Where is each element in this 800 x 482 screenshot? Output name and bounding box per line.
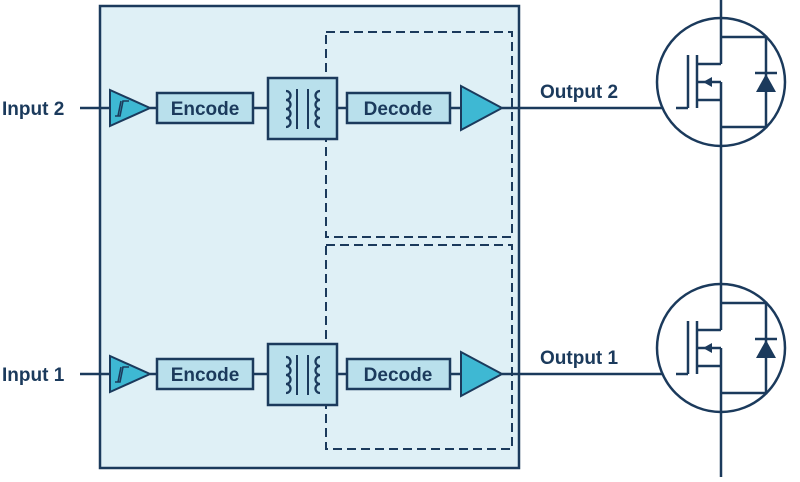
mosfet-with-body-diode-icon xyxy=(655,16,787,148)
channel-1: Input 1 Encode Decode Output 1 xyxy=(2,342,676,407)
buffer-triangle-icon-1 xyxy=(460,350,505,398)
buffer-triangle-icon-2 xyxy=(460,84,505,132)
transformer-icon-1 xyxy=(266,342,339,407)
schmitt-trigger-buffer-icon xyxy=(109,88,153,128)
output-1-label: Output 1 xyxy=(540,348,619,369)
output-2-label: Output 2 xyxy=(540,82,618,103)
decode-block-2 xyxy=(345,91,452,125)
input-1-label: Input 1 xyxy=(2,365,65,386)
transformer-icon-2 xyxy=(266,76,339,141)
encode-label-2: Encode xyxy=(171,99,240,120)
decode-label-1: Decode xyxy=(364,365,433,386)
input-2-label: Input 2 xyxy=(2,99,64,120)
encode-label-1: Encode xyxy=(171,365,240,386)
encode-block-1 xyxy=(155,357,255,391)
decode-label-2: Decode xyxy=(364,99,433,120)
channel-2: Input 2 Encode Decode Output 2 xyxy=(2,76,676,141)
mosfet-with-body-diode-icon xyxy=(655,282,787,414)
schmitt-trigger-buffer-icon xyxy=(109,354,153,394)
power-stage xyxy=(655,0,787,477)
